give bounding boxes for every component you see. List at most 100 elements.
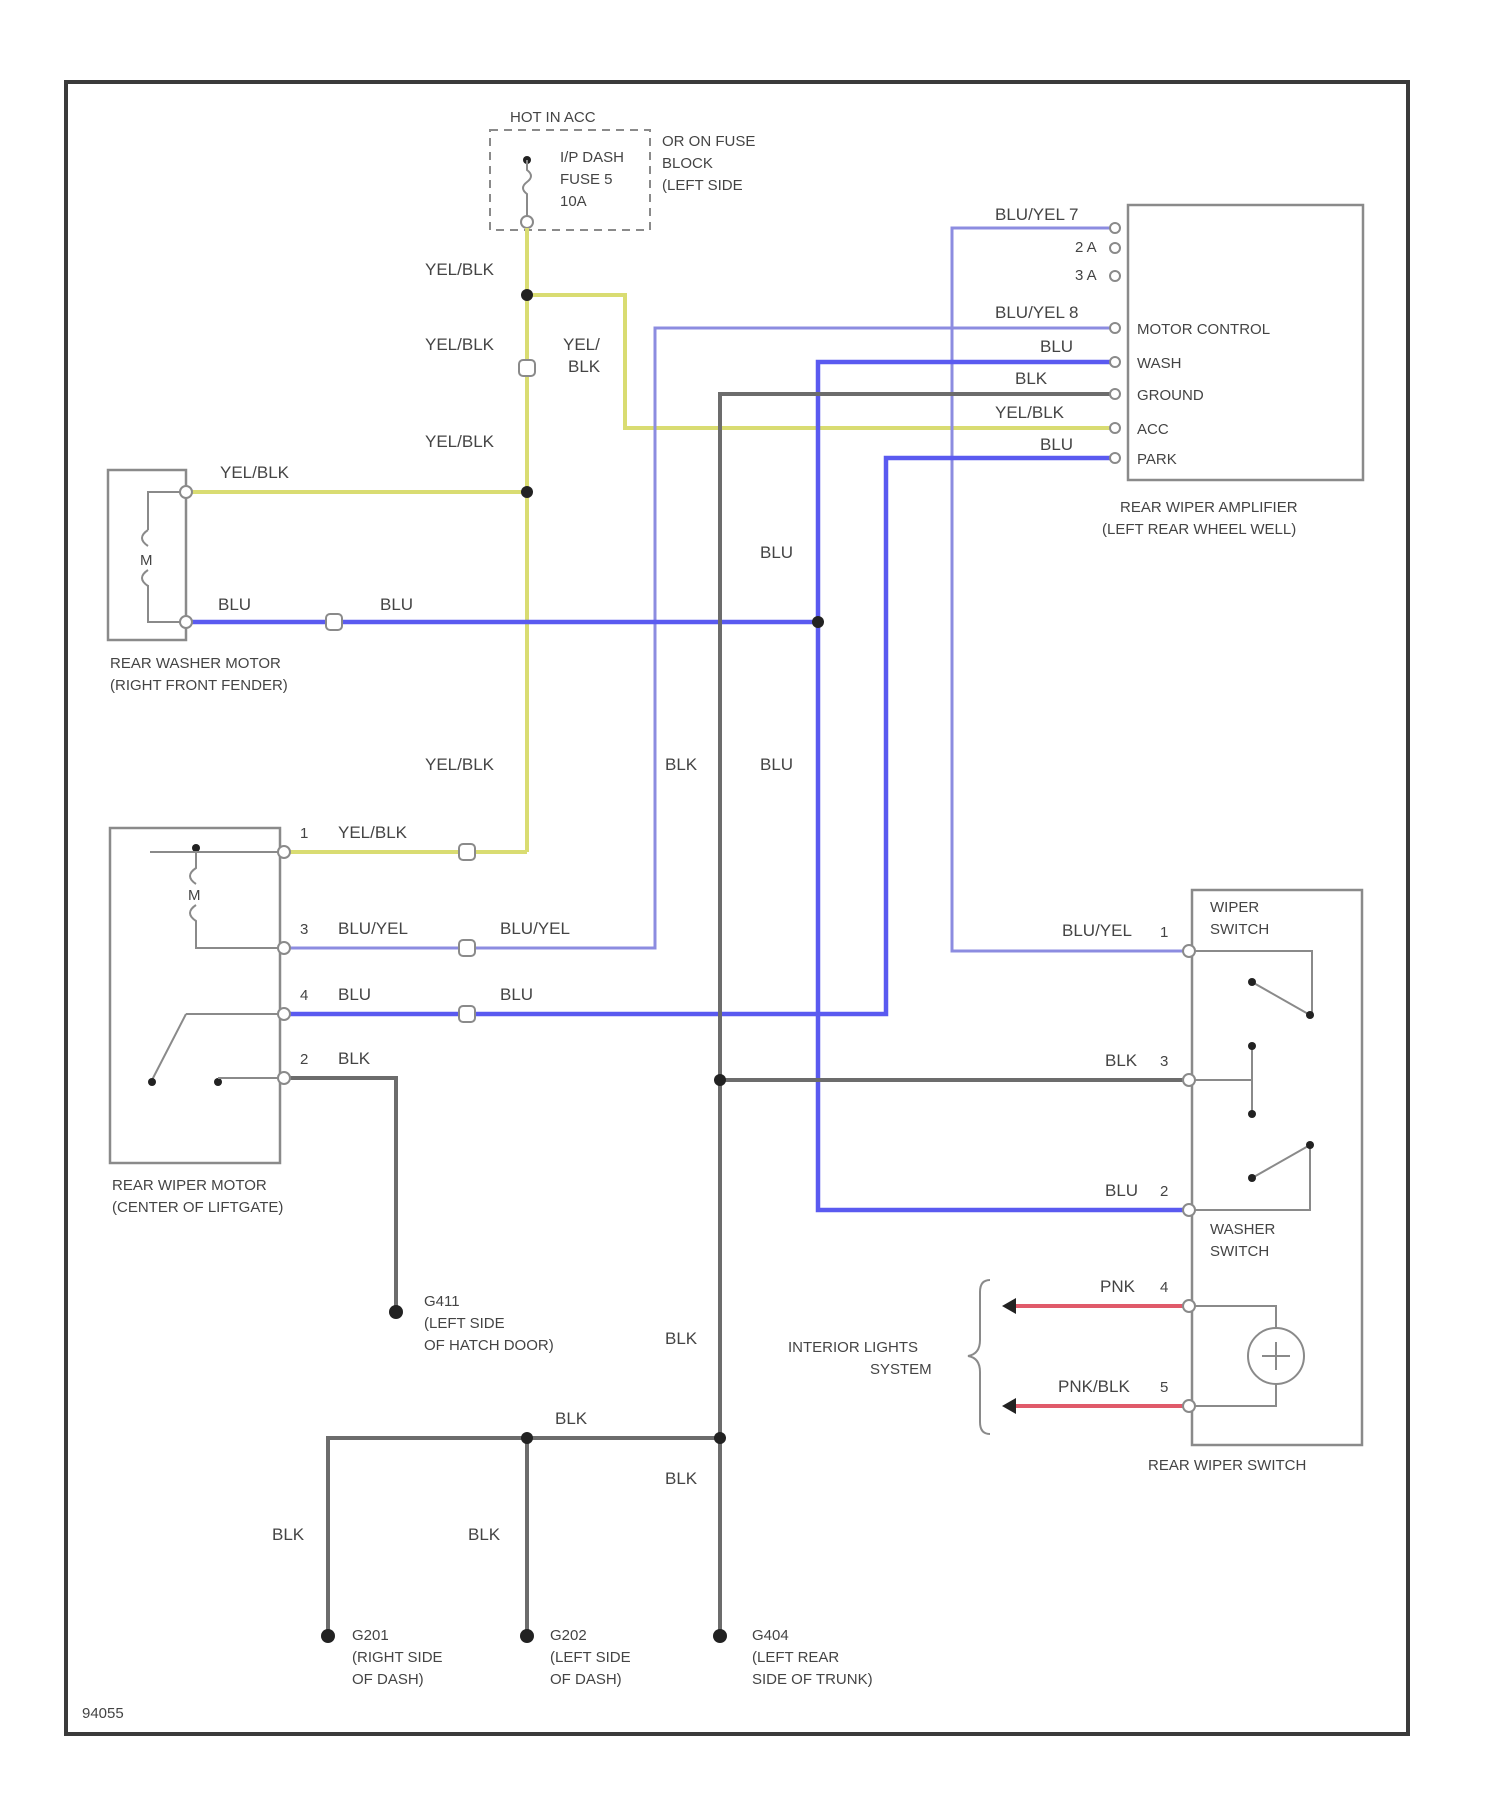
svg-text:YEL/BLK: YEL/BLK [425,432,495,451]
label-pnk-blk: PNK/BLK [1058,1377,1130,1396]
svg-text:BLU/YEL: BLU/YEL [338,919,408,938]
svg-text:OF DASH): OF DASH) [352,1671,424,1688]
svg-text:YEL/BLK: YEL/BLK [220,463,290,482]
switch-pin-1: 1 [1160,924,1168,941]
svg-text:BLU: BLU [218,595,251,614]
amp-pin-2a: 2 A [1075,239,1097,256]
svg-text:G201: G201 [352,1627,389,1644]
amp-terminal-acc: ACC [1137,421,1169,438]
svg-text:(RIGHT SIDE: (RIGHT SIDE [352,1649,443,1666]
svg-text:YEL/BLK: YEL/BLK [338,823,408,842]
label-blk-switch: BLK [1105,1051,1138,1070]
amp-terminal-park: PARK [1137,451,1177,468]
wiper-motor-pin-1: 1 [300,825,308,842]
fuse-block-line3: (LEFT SIDE [662,177,743,194]
fuse-name-line2: FUSE 5 [560,171,613,188]
ground-g201: G201 (RIGHT SIDE OF DASH) [321,1627,443,1688]
fuse-block-line2: BLOCK [662,155,713,172]
svg-text:YEL/: YEL/ [563,335,600,354]
svg-text:OF DASH): OF DASH) [550,1671,622,1688]
wiper-motor-symbol: M [188,887,201,904]
svg-text:BLU: BLU [500,985,533,1004]
svg-text:BLK: BLK [555,1409,588,1428]
amp-terminal-wash: WASH [1137,355,1181,372]
svg-text:BLK: BLK [568,357,601,376]
svg-text:BLK: BLK [665,1469,698,1488]
wiper-motor-pin-4: 4 [300,987,308,1004]
fuse-block: HOT IN ACC I/P DASH FUSE 5 10A OR ON FUS… [490,109,755,230]
svg-text:(LEFT REAR: (LEFT REAR [752,1649,839,1666]
fuse-name-line1: I/P DASH [560,149,624,166]
svg-text:BLU: BLU [760,755,793,774]
svg-text:OF HATCH DOOR): OF HATCH DOOR) [424,1337,554,1354]
svg-text:SIDE OF TRUNK): SIDE OF TRUNK) [752,1671,873,1688]
svg-text:BLU: BLU [338,985,371,1004]
label-blu-yel-switch: BLU/YEL [1062,921,1132,940]
wiper-switch-label-line2: SWITCH [1210,921,1269,938]
rear-washer-motor: M REAR WASHER MOTOR (RIGHT FRONT FENDER) [108,470,288,694]
label-yel-blk-acc: YEL/BLK [995,403,1065,422]
svg-text:G404: G404 [752,1627,789,1644]
label-blk-ground: BLK [1015,369,1048,388]
washer-motor-label-line2: (RIGHT FRONT FENDER) [110,677,288,694]
wire-blu-wash [818,362,1185,1210]
wiper-switch-label-line1: WIPER [1210,899,1259,916]
wiper-motor-label-line2: (CENTER OF LIFTGATE) [112,1199,283,1216]
ground-g404: G404 (LEFT REAR SIDE OF TRUNK) [713,1627,873,1688]
svg-text:YEL/BLK: YEL/BLK [425,260,495,279]
ground-g202: G202 (LEFT SIDE OF DASH) [520,1627,631,1688]
washer-switch-label-line2: SWITCH [1210,1243,1269,1260]
label-pnk: PNK [1100,1277,1136,1296]
diagram-code: 94055 [82,1705,124,1722]
rear-wiper-switch-label: REAR WIPER SWITCH [1148,1457,1306,1474]
switch-pin-5: 5 [1160,1379,1168,1396]
svg-text:YEL/BLK: YEL/BLK [425,755,495,774]
amp-label-line2: (LEFT REAR WHEEL WELL) [1102,521,1296,538]
svg-text:BLK: BLK [665,1329,698,1348]
svg-text:BLU/YEL: BLU/YEL [500,919,570,938]
fuse-block-line1: OR ON FUSE [662,133,755,150]
switch-pin-3: 3 [1160,1053,1168,1070]
fuse-name-line3: 10A [560,193,587,210]
svg-text:(LEFT SIDE: (LEFT SIDE [550,1649,631,1666]
svg-text:BLK: BLK [468,1525,501,1544]
interior-lights-brace [968,1280,990,1434]
amp-pin-3a: 3 A [1075,267,1097,284]
rear-wiper-switch: WIPER SWITCH WASHER SWITCH 1 3 2 4 5 REA… [1148,890,1362,1474]
label-blu-yel-7: BLU/YEL 7 [995,205,1078,224]
label-blu-wash: BLU [1040,337,1073,356]
wire-blk-wiper-ground [290,1078,396,1310]
amp-label-line1: REAR WIPER AMPLIFIER [1120,499,1298,516]
wiper-motor-label-line1: REAR WIPER MOTOR [112,1177,267,1194]
wire-blu-yel-motor [290,328,1115,948]
fuse-hot-label: HOT IN ACC [510,109,596,126]
svg-text:BLU: BLU [760,543,793,562]
svg-text:BLK: BLK [272,1525,305,1544]
washer-motor-symbol: M [140,552,153,569]
wire-blu-park [290,458,1115,1014]
washer-motor-label-line1: REAR WASHER MOTOR [110,655,281,672]
label-blu-switch: BLU [1105,1181,1138,1200]
rear-wiper-amplifier: 2 A 3 A MOTOR CONTROL WASH GROUND ACC PA… [1075,205,1363,538]
switch-pin-4: 4 [1160,1279,1168,1296]
svg-text:BLK: BLK [338,1049,371,1068]
splice-dots [521,289,824,1444]
svg-text:G202: G202 [550,1627,587,1644]
ground-g411: G411 (LEFT SIDE OF HATCH DOOR) [389,1293,554,1354]
wire-blk-dash-grounds [328,1438,720,1634]
svg-text:(LEFT SIDE: (LEFT SIDE [424,1315,505,1332]
svg-text:BLK: BLK [665,755,698,774]
switch-pin-2: 2 [1160,1183,1168,1200]
amp-terminal-motor-control: MOTOR CONTROL [1137,321,1270,338]
svg-text:YEL/BLK: YEL/BLK [425,335,495,354]
label-blu-yel-8: BLU/YEL 8 [995,303,1078,322]
wiper-motor-pin-2: 2 [300,1051,308,1068]
rear-wiper-motor: M 1 3 4 2 REAR WIPER MOTOR (CENTER OF LI… [110,825,308,1216]
washer-switch-label-line1: WASHER [1210,1221,1275,1238]
svg-text:BLU: BLU [380,595,413,614]
wiper-motor-pin-3: 3 [300,921,308,938]
label-blu-park: BLU [1040,435,1073,454]
interior-lights-line1: INTERIOR LIGHTS [788,1339,918,1356]
interior-lights-line2: SYSTEM [870,1361,932,1378]
